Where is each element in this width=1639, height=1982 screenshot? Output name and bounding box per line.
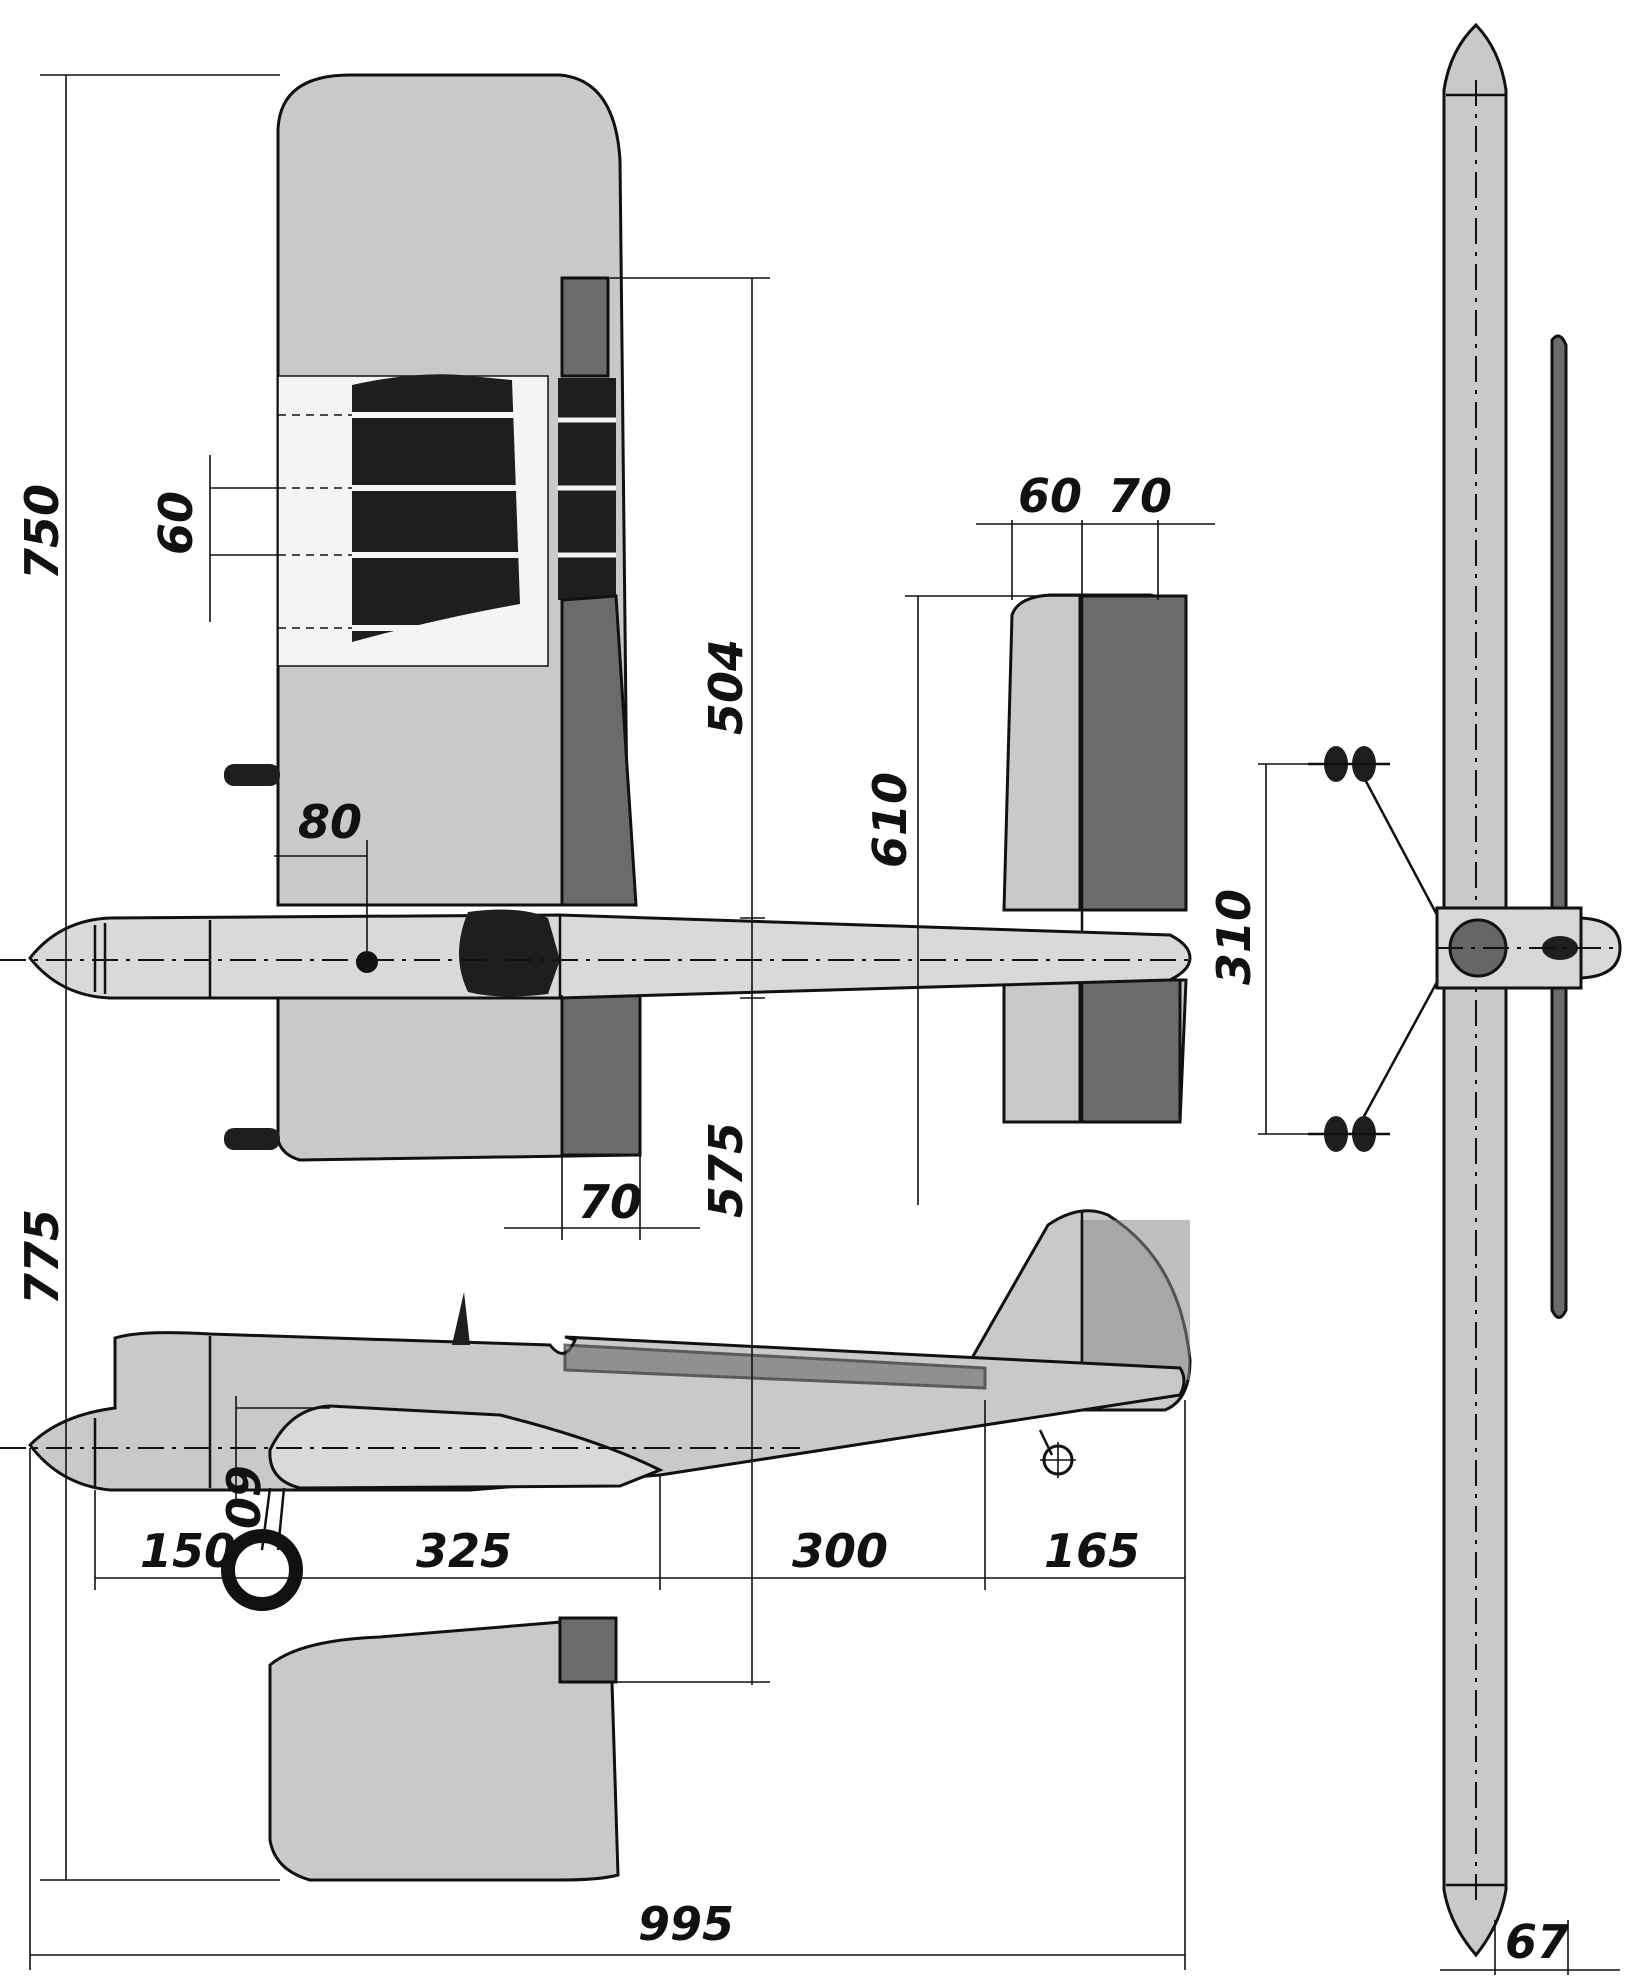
dimension-labels: 750 60 80 504 60 70 610 310 70 575 775 6… xyxy=(15,469,1569,1969)
lower-aileron xyxy=(560,993,642,1157)
dim-300: 300 xyxy=(792,1524,888,1578)
wing-peg-lower xyxy=(224,1128,280,1150)
dim-750: 750 xyxy=(15,484,69,580)
dim-504: 504 xyxy=(699,639,753,735)
front-fin xyxy=(1550,334,1568,1319)
detached-wing-panel xyxy=(268,1616,620,1882)
fuselage-top-view xyxy=(28,913,1192,1000)
elevator-upper xyxy=(1078,594,1188,912)
dim-67: 67 xyxy=(1505,1915,1569,1969)
dim-775: 775 xyxy=(15,1209,69,1305)
dim-150: 150 xyxy=(140,1524,236,1578)
dim-610: 610 xyxy=(863,772,917,868)
elevator-lower xyxy=(1078,978,1182,1124)
dim-cg: 80 xyxy=(298,795,362,849)
dim-body-height: 60 xyxy=(215,1465,269,1529)
stringer-fairing xyxy=(563,1343,987,1390)
plan-view xyxy=(0,73,1195,1162)
dim-165: 165 xyxy=(1044,1524,1140,1578)
dim-stab-front: 60 xyxy=(1018,469,1082,523)
detached-aileron xyxy=(558,1616,618,1684)
dim-rib-spacing: 60 xyxy=(149,491,203,555)
dim-310: 310 xyxy=(1207,889,1261,985)
main-wheel xyxy=(221,1529,303,1611)
side-view xyxy=(0,1209,1192,1611)
dim-aileron: 70 xyxy=(578,1175,642,1229)
rudder xyxy=(1080,1220,1190,1380)
front-view xyxy=(1308,22,1622,1958)
upper-flap xyxy=(560,594,638,907)
dim-stab-rear: 70 xyxy=(1108,469,1172,523)
dim-575: 575 xyxy=(699,1122,753,1218)
dimension-lines xyxy=(29,74,1620,1975)
upper-aileron xyxy=(560,276,610,378)
headrest xyxy=(452,1292,470,1345)
front-canopy xyxy=(1542,936,1578,960)
wing-structure-cutaway xyxy=(277,374,616,667)
canopy-opening xyxy=(459,909,560,997)
wing-peg-upper xyxy=(224,764,280,786)
dim-995: 995 xyxy=(638,1897,734,1951)
dim-325: 325 xyxy=(416,1524,512,1578)
